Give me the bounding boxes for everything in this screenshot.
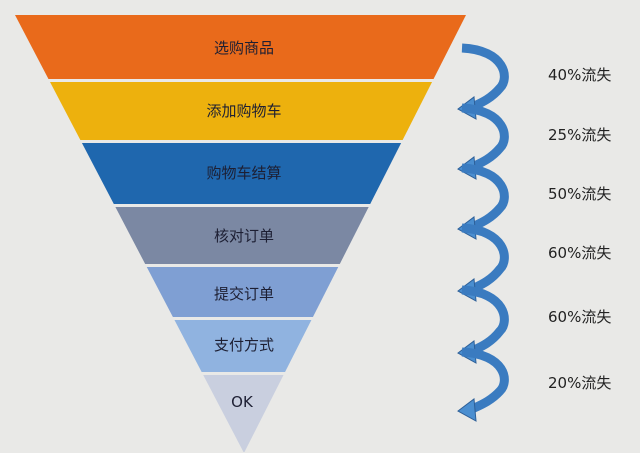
funnel-layer-1 [15,15,466,79]
loss-label-5: 60%流失 [548,308,612,326]
stage-label-verify-order: 核对订单 [213,227,274,245]
spiral-arrow-segment [461,103,509,173]
stage-label-browse: 选购商品 [213,39,274,57]
loss-label-4: 60%流失 [548,244,612,262]
funnel-layer-3 [81,143,402,204]
spiral-arrow-segment [461,285,509,357]
spiral-arrow-segment [461,223,509,295]
funnel-layer-2 [50,82,433,140]
stage-label-cart-checkout: 购物车结算 [206,164,282,182]
funnel-layer-7 [203,375,284,452]
loss-label-2: 25%流失 [548,126,612,144]
funnel-layer-4 [115,207,369,264]
spiral-arrow-segment [461,43,509,113]
funnel-layers [15,15,466,452]
funnel-layer-5 [146,267,339,317]
stage-label-submit-order: 提交订单 [213,285,274,303]
loss-label-1: 40%流失 [548,66,612,84]
loss-label-6: 20%流失 [548,374,612,392]
spiral-arrow-segment [461,163,509,233]
funnel-layer-6 [174,320,312,372]
stage-label-payment-method: 支付方式 [213,336,274,354]
spiral-arrows [457,43,509,422]
arrow-head-icon [457,398,477,422]
stage-label-ok: OK [231,393,253,411]
spiral-arrow-segment [461,347,509,415]
stage-label-add-to-cart: 添加购物车 [206,102,282,120]
loss-label-3: 50%流失 [548,185,612,203]
